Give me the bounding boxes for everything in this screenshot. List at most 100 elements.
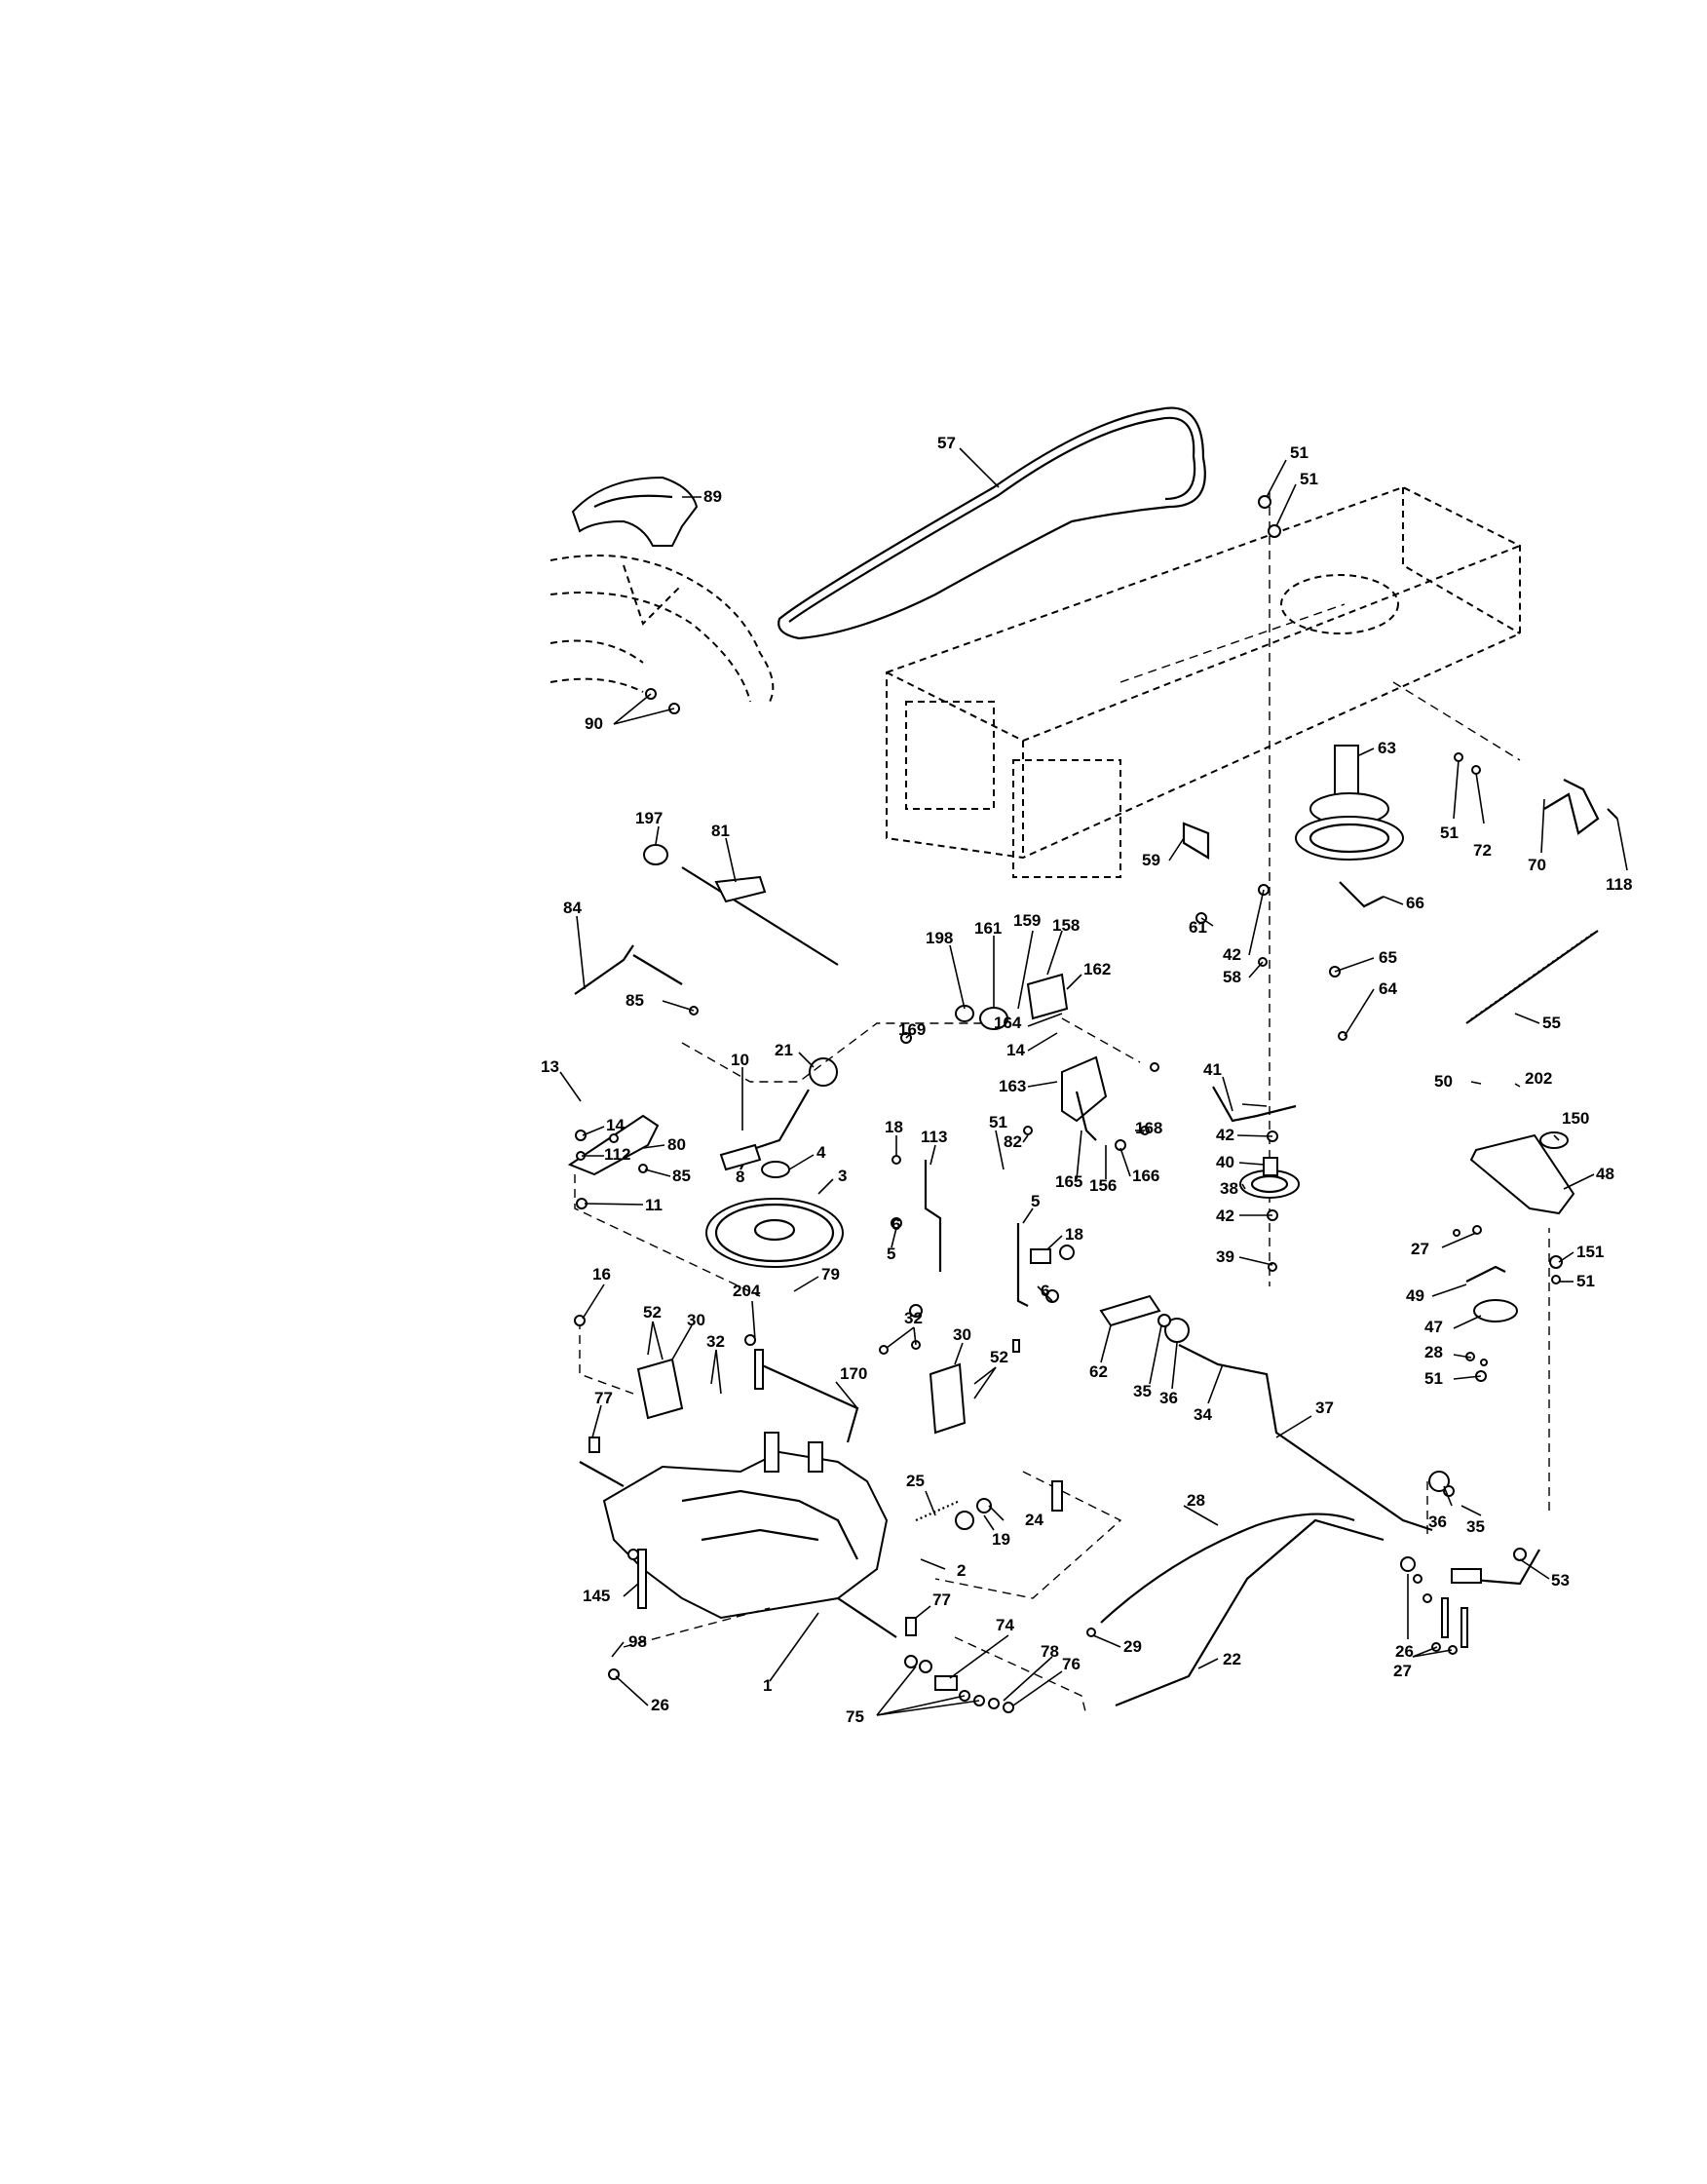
leader-lines xyxy=(559,447,1628,1716)
part-38-idler-pulley xyxy=(1239,1169,1300,1199)
callout-50: 50 xyxy=(1434,1072,1453,1091)
part-37-rod xyxy=(1178,1344,1433,1532)
part-63-pulley xyxy=(1295,745,1404,861)
callout-13: 13 xyxy=(541,1057,559,1076)
callout-85: 85 xyxy=(672,1167,691,1185)
callout-40: 40 xyxy=(1216,1153,1234,1171)
tractor-frame xyxy=(886,485,1521,878)
callout-51: 51 xyxy=(1290,443,1309,462)
callout-58: 58 xyxy=(1223,968,1241,986)
callout-26: 26 xyxy=(1395,1642,1414,1661)
callout-38: 38 xyxy=(1220,1179,1238,1198)
callout-84: 84 xyxy=(563,899,582,917)
callout-5: 5 xyxy=(887,1245,895,1263)
callout-145: 145 xyxy=(583,1587,610,1605)
part-48-bracket xyxy=(1469,1131,1575,1215)
callout-14: 14 xyxy=(1006,1041,1025,1059)
callout-85: 85 xyxy=(626,991,644,1010)
callout-151: 151 xyxy=(1576,1243,1604,1261)
callout-76: 76 xyxy=(1062,1655,1081,1673)
callout-47: 47 xyxy=(1424,1318,1443,1336)
callout-61: 61 xyxy=(1189,918,1207,937)
callout-42: 42 xyxy=(1216,1126,1234,1144)
callout-159: 159 xyxy=(1013,911,1041,930)
callout-48: 48 xyxy=(1596,1165,1614,1183)
callout-6: 6 xyxy=(891,1215,900,1234)
callout-30: 30 xyxy=(687,1311,705,1329)
callout-90: 90 xyxy=(585,714,603,733)
callout-35: 35 xyxy=(1466,1517,1485,1536)
part-159-bushing-assembly xyxy=(955,973,1108,1141)
callout-65: 65 xyxy=(1379,948,1397,967)
callout-4: 4 xyxy=(816,1143,826,1162)
callout-42: 42 xyxy=(1216,1207,1234,1225)
callout-163: 163 xyxy=(999,1077,1026,1095)
callout-32: 32 xyxy=(706,1332,725,1351)
callout-70: 70 xyxy=(1528,856,1546,874)
part-62-tube xyxy=(1099,1294,1161,1327)
part-55-spring xyxy=(1465,930,1599,1024)
callout-labels: 57 89 51 51 90 63 51 72 70 118 59 61 66 … xyxy=(541,434,1632,1726)
callout-150: 150 xyxy=(1562,1109,1589,1128)
callout-162: 162 xyxy=(1083,960,1111,978)
callout-98: 98 xyxy=(628,1632,647,1651)
callout-28: 28 xyxy=(1424,1343,1443,1361)
callout-11: 11 xyxy=(645,1196,663,1214)
part-66-bracket xyxy=(1339,881,1385,908)
callout-24: 24 xyxy=(1025,1511,1043,1529)
part-30-plate-left xyxy=(636,1358,684,1420)
callout-10: 10 xyxy=(731,1051,749,1069)
callout-36: 36 xyxy=(1159,1389,1178,1407)
part-89-seat-bracket xyxy=(571,476,699,547)
callout-30: 30 xyxy=(953,1325,971,1344)
callout-198: 198 xyxy=(926,929,953,947)
callout-18: 18 xyxy=(885,1118,903,1136)
callout-36: 36 xyxy=(1428,1513,1447,1531)
callout-82: 82 xyxy=(1004,1132,1022,1151)
callout-55: 55 xyxy=(1542,1014,1561,1032)
callout-80: 80 xyxy=(667,1135,686,1154)
callout-118: 118 xyxy=(1606,875,1632,894)
part-4-washer xyxy=(761,1161,790,1178)
part-22-rod xyxy=(1115,1518,1385,1707)
callout-32: 32 xyxy=(904,1309,923,1327)
callout-161: 161 xyxy=(974,919,1002,938)
callout-51: 51 xyxy=(989,1113,1007,1131)
part-28-rod xyxy=(1100,1513,1355,1624)
callout-158: 158 xyxy=(1052,916,1080,935)
callout-81: 81 xyxy=(711,822,730,840)
part-25-spring xyxy=(915,1499,961,1522)
callout-5: 5 xyxy=(1031,1192,1040,1210)
callout-72: 72 xyxy=(1473,841,1492,860)
part-41-bracket xyxy=(1212,1086,1297,1123)
callout-19: 19 xyxy=(992,1530,1010,1549)
callout-2: 2 xyxy=(957,1561,966,1580)
callout-170: 170 xyxy=(840,1364,867,1383)
part-3-pulley xyxy=(705,1198,844,1268)
callout-26: 26 xyxy=(651,1696,669,1714)
callout-204: 204 xyxy=(733,1282,761,1300)
callout-27: 27 xyxy=(1393,1662,1412,1680)
callout-39: 39 xyxy=(1216,1247,1234,1266)
part-8-lever-with-knob xyxy=(719,1057,838,1171)
callout-3: 3 xyxy=(838,1167,847,1185)
callout-14: 14 xyxy=(606,1116,625,1134)
callout-16: 16 xyxy=(592,1265,611,1284)
callout-79: 79 xyxy=(821,1265,840,1284)
callout-25: 25 xyxy=(906,1472,925,1490)
callout-6: 6 xyxy=(1041,1282,1049,1300)
callout-51: 51 xyxy=(1576,1272,1595,1290)
callout-37: 37 xyxy=(1315,1399,1334,1417)
callout-89: 89 xyxy=(703,487,722,506)
callout-169: 169 xyxy=(898,1020,926,1039)
callout-156: 156 xyxy=(1089,1176,1117,1195)
callout-51: 51 xyxy=(1424,1369,1443,1388)
part-49-bracket xyxy=(1465,1265,1506,1283)
callout-77: 77 xyxy=(594,1389,613,1407)
callout-52: 52 xyxy=(643,1303,662,1322)
callout-165: 165 xyxy=(1055,1172,1082,1191)
callout-35: 35 xyxy=(1133,1382,1152,1400)
callout-64: 64 xyxy=(1379,979,1397,998)
callout-28: 28 xyxy=(1187,1491,1205,1510)
